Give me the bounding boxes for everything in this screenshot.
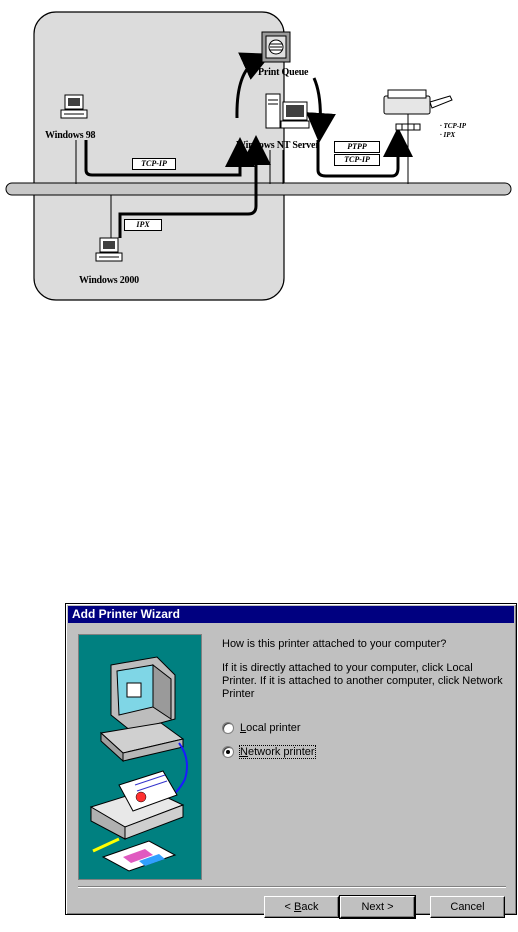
question-text: How is this printer attached to your com… [222,638,447,650]
local-printer-radio[interactable] [222,722,234,734]
print-queue-icon [261,31,291,63]
local-printer-option[interactable]: Local printer [222,720,301,736]
windows2000-label: Windows 2000 [79,275,139,286]
back-button-prefix: < [284,901,294,913]
local-printer-label[interactable]: Local printer [240,722,301,734]
network-diagram: Print Queue Windows 98 Windows NT Server… [0,0,518,310]
local-printer-accel: L [240,722,247,734]
network-printer-accel: N [240,746,248,758]
back-button-accel: B [294,901,302,913]
cancel-button[interactable]: Cancel [430,896,505,918]
windows98-computer-icon [60,94,88,119]
window-title: Add Printer Wizard [72,607,180,621]
local-network-box [33,11,285,301]
server-to-queue-arrow [235,52,272,119]
instruction-text: If it is directly attached to your compu… [222,662,503,700]
back-button-label: ack [301,901,319,913]
server-protocol-tag-bottom: TCP-IP [334,154,380,166]
button-separator [78,886,506,888]
nt-server-icon [265,93,310,129]
queue-to-server-arrow [305,77,336,143]
title-bar[interactable]: Add Printer Wizard [68,606,514,623]
diagram-drawing [5,11,512,301]
network-printer-icon [383,89,453,131]
network-printer-label[interactable]: Network printer [239,745,316,759]
w98-protocol-tag: TCP-IP [132,158,176,170]
server-protocol-tag-top: PTPP [334,141,380,153]
wizard-illustration [78,634,202,880]
server-to-printer-arrow [316,127,413,178]
printer-protocol-list: · TCP-IP · IPX [440,122,466,140]
w2000-to-server-arrow [118,135,271,238]
back-button[interactable]: < Back [264,896,339,918]
print-queue-label: Print Queue [258,67,309,78]
network-printer-option[interactable]: Network printer [222,744,316,760]
w98-to-server-arrow [84,137,255,177]
network-backbone [5,182,512,196]
network-printer-label-text: etwork printer [247,746,315,758]
windows2000-computer-icon [95,237,123,262]
next-button[interactable]: Next > [339,895,416,919]
windows98-label: Windows 98 [45,130,96,141]
nt-server-label: Windows NT Server [236,140,320,151]
local-printer-label-text: ocal printer [246,722,301,734]
printer-protocol-item: · TCP-IP [440,122,467,130]
w2000-protocol-tag: IPX [124,219,162,231]
add-printer-wizard-dialog: Add Printer Wizard [65,603,517,919]
printer-computer-illustration-icon [89,656,188,872]
network-printer-radio[interactable] [222,746,234,758]
printer-protocol-item: · IPX [440,131,456,139]
